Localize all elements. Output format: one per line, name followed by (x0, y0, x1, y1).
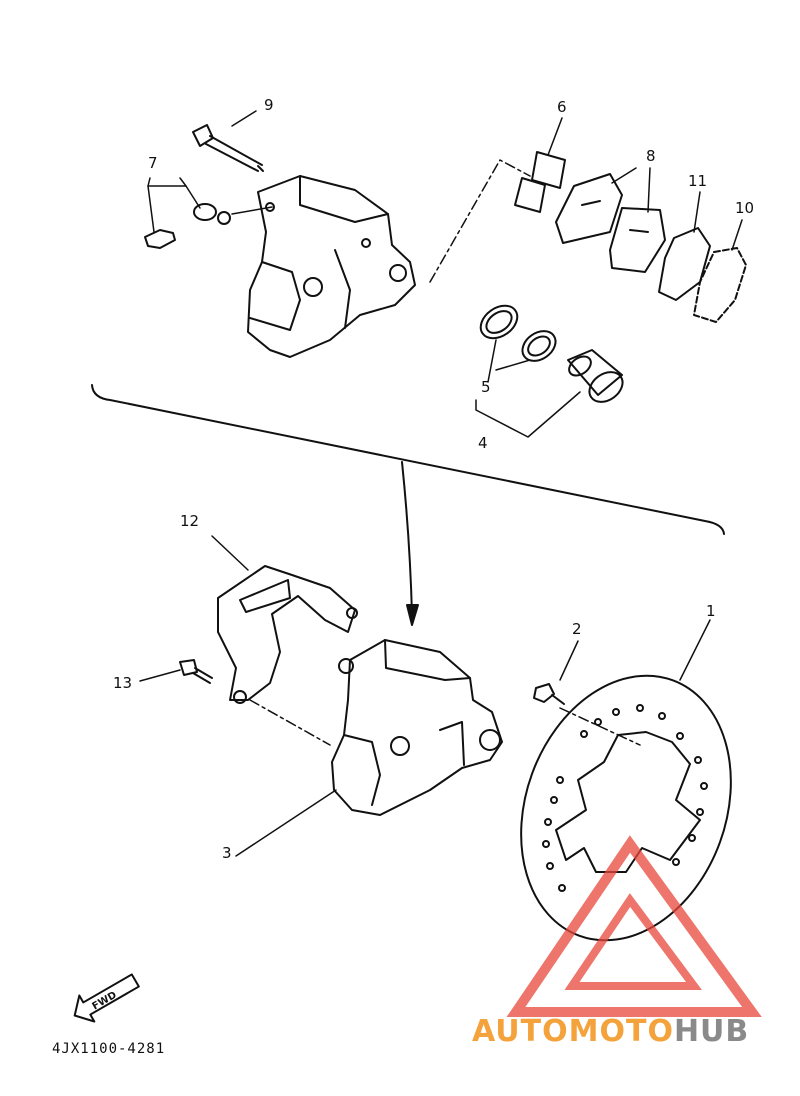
separator-bracket (91, 384, 725, 535)
caliper-lower (331, 639, 503, 816)
drawing-code: 4JX1100-4281 (52, 1041, 166, 1057)
watermark-triangle (506, 835, 762, 1017)
seals-5 (479, 304, 557, 362)
bleed-screw-7 (144, 203, 231, 249)
callout-13: 13 (113, 674, 133, 692)
callout-1: 1 (706, 602, 716, 620)
shim-10 (693, 247, 747, 323)
callout-2: 2 (572, 620, 582, 638)
bolt-9 (192, 124, 264, 172)
callout-11: 11 (688, 172, 708, 190)
fwd-label: FWD (91, 990, 119, 1013)
fwd-arrow (73, 973, 140, 1023)
bolt-2 (533, 683, 565, 705)
callout-3: 3 (222, 844, 232, 862)
callout-7: 7 (148, 154, 158, 172)
logo-part-hub: HUB (673, 1014, 750, 1049)
brake-pads-8 (555, 173, 666, 273)
callout-12: 12 (180, 512, 200, 530)
assembly-arrow (401, 461, 413, 616)
logo-part-automoto: AUTOMOTO (472, 1014, 674, 1049)
shim-11 (658, 227, 711, 301)
callout-9: 9 (264, 96, 274, 114)
callout-6: 6 (557, 98, 567, 116)
brake-disc-1 (520, 674, 732, 942)
leader-lines (139, 110, 743, 857)
callout-5: 5 (481, 378, 491, 396)
callout-8: 8 (646, 147, 656, 165)
bolt-13 (179, 659, 213, 684)
watermark-logo: AUTOMOTOHUB (472, 1014, 749, 1049)
bracket-part-6 (514, 151, 566, 213)
callout-10: 10 (735, 199, 755, 217)
callout-4: 4 (478, 434, 488, 452)
caliper-upper (247, 175, 416, 358)
caliper-bracket-12 (217, 565, 358, 704)
piston-4 (567, 349, 624, 403)
